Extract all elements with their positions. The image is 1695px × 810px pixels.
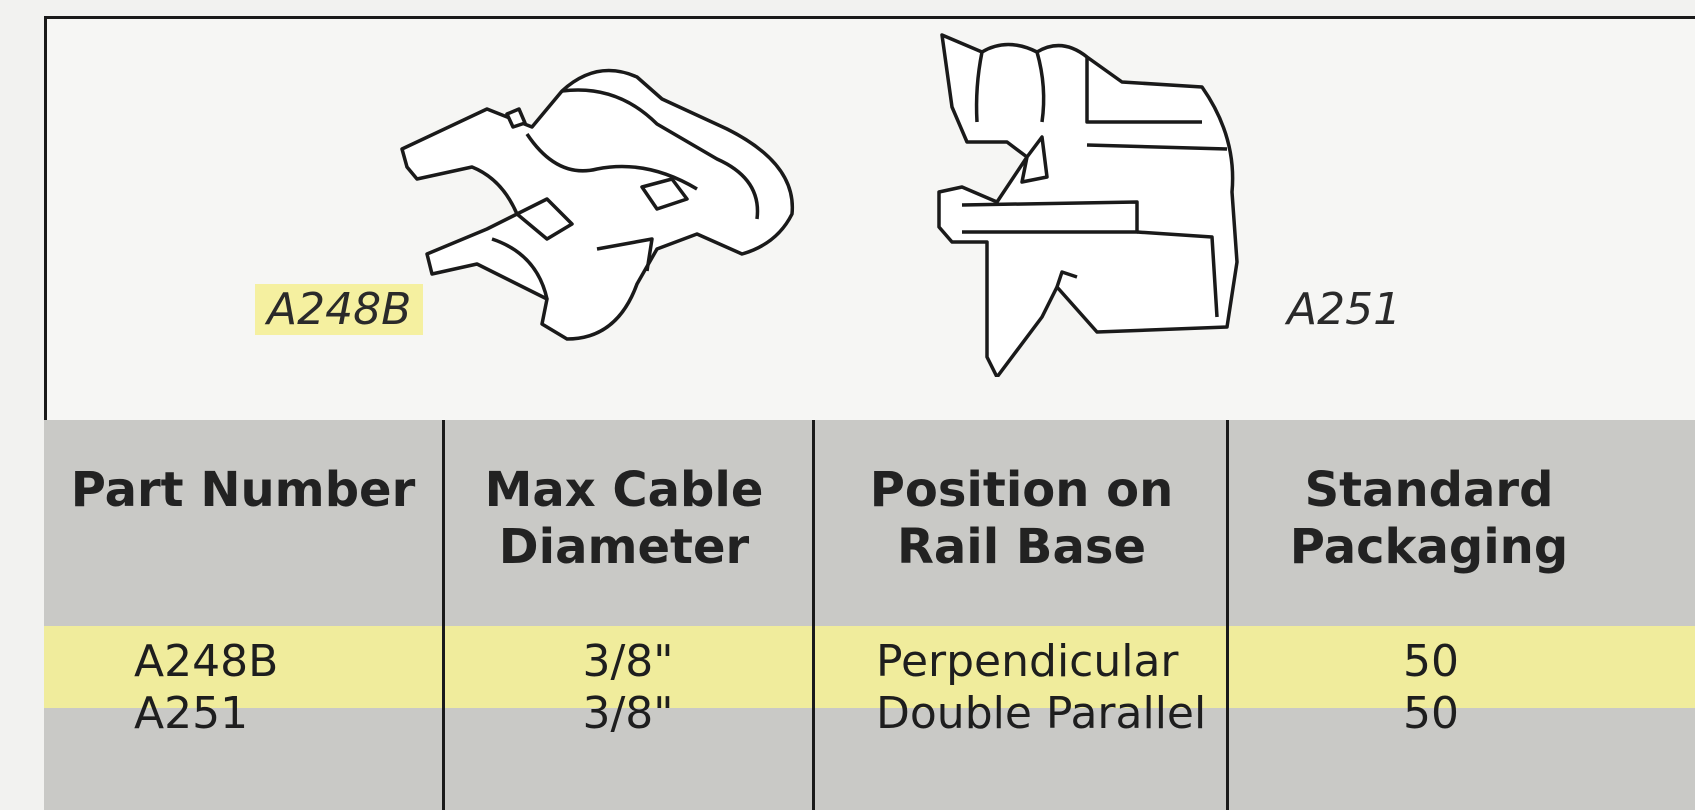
- cell-part-number: A248B: [134, 636, 279, 687]
- a248b-clip-icon: [400, 68, 795, 341]
- cell-position-on-rail-base: Double Parallel: [876, 688, 1207, 739]
- cell-position-on-rail-base: Perpendicular: [876, 636, 1179, 687]
- column-divider: [442, 420, 445, 810]
- a251-clip-icon: [937, 33, 1239, 377]
- cell-max-cable-diameter: 3/8": [582, 636, 674, 687]
- cell-part-number: A251: [134, 688, 249, 739]
- cell-standard-packaging: 50: [1403, 636, 1459, 687]
- a248b-caption: A248B: [255, 284, 424, 335]
- cell-standard-packaging: 50: [1403, 688, 1459, 739]
- column-divider: [812, 420, 815, 810]
- header-part-number: Part Number: [70, 462, 416, 518]
- highlighted-row-marker: [44, 626, 1695, 708]
- a251-caption: A251: [1287, 284, 1402, 335]
- cell-max-cable-diameter: 3/8": [582, 688, 674, 739]
- part-diagram-panel: A248B A251: [44, 16, 1695, 427]
- column-divider: [1226, 420, 1229, 810]
